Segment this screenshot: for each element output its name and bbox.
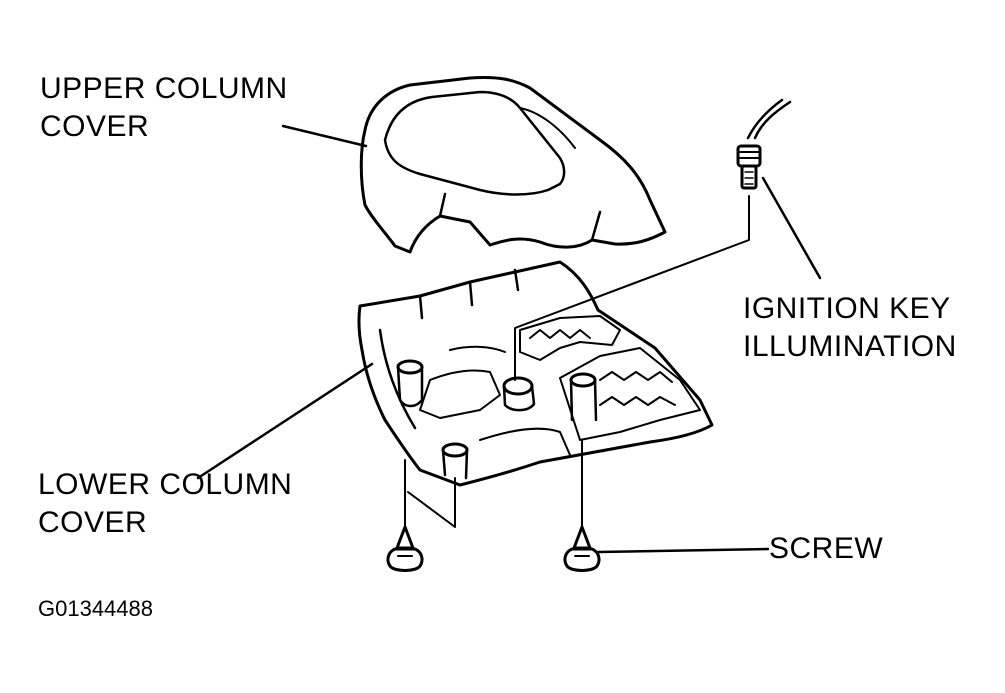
leader-lines [198, 126, 820, 552]
screw-installation-lines [405, 440, 582, 527]
ignition-key-illumination-label: IGNITION KEY ILLUMINATION [743, 290, 957, 366]
upper-column-cover-label: UPPER COLUMN COVER [40, 70, 288, 146]
lower-cover-leader [198, 364, 372, 478]
ignition-leader [763, 178, 820, 278]
screw-right [565, 527, 599, 571]
upper-cover-leader [283, 126, 366, 146]
figure-code: G01344488 [38, 596, 153, 621]
ignition-key-illumination-bulb [515, 100, 790, 380]
screw-label: SCREW [769, 532, 884, 565]
lower-column-cover-label-line2: COVER [38, 506, 148, 539]
ignition-label-line1: IGNITION KEY [743, 292, 951, 325]
lower-column-cover-label-line1: LOWER COLUMN [38, 468, 293, 501]
ignition-label-line2: ILLUMINATION [743, 330, 957, 363]
lower-column-cover [359, 262, 712, 485]
screw-leader [598, 549, 768, 552]
upper-column-cover-label-line2: COVER [40, 110, 150, 143]
upper-column-cover-label-line1: UPPER COLUMN [40, 72, 288, 105]
lower-column-cover-label: LOWER COLUMN COVER [38, 466, 292, 542]
screw-left [388, 527, 422, 571]
upper-column-cover [361, 77, 665, 252]
